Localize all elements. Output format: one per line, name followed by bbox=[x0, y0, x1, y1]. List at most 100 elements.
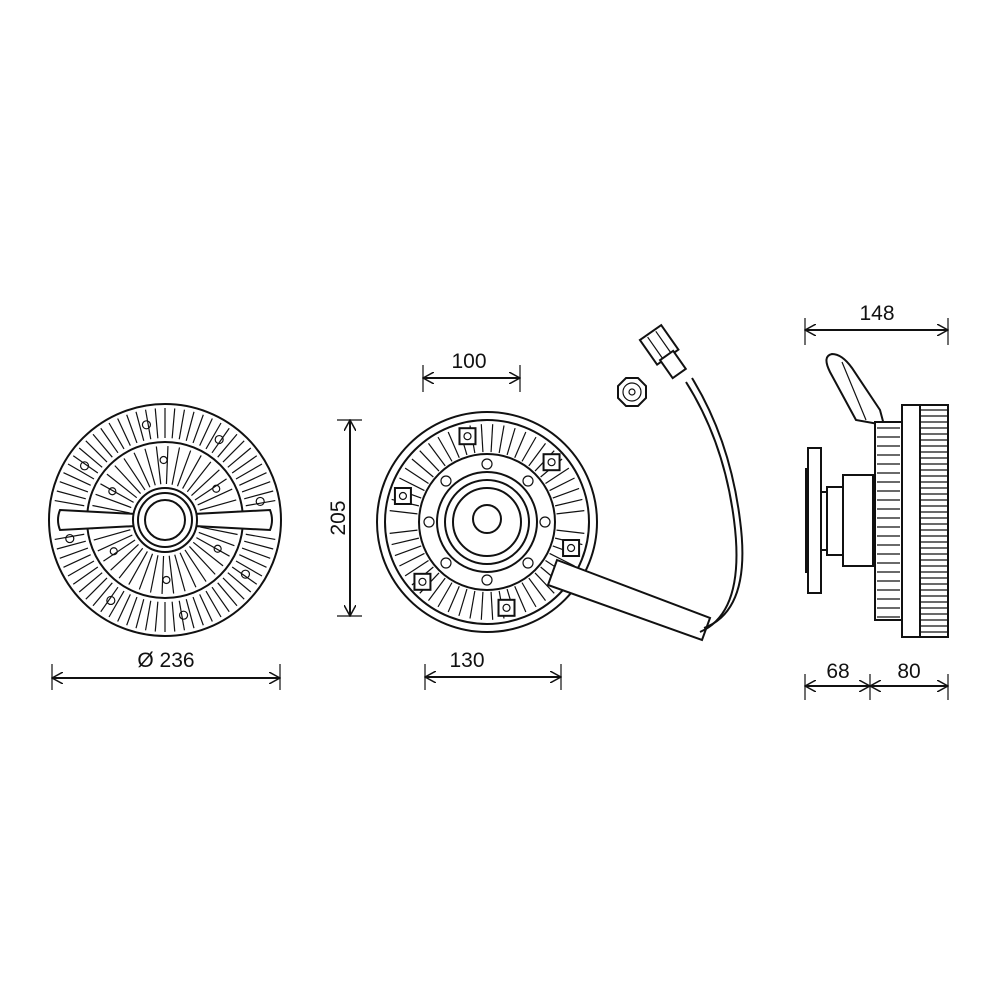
fin bbox=[217, 433, 238, 458]
fin bbox=[199, 418, 213, 446]
fin bbox=[480, 591, 484, 620]
dimension-label-130: 130 bbox=[449, 649, 484, 672]
fin bbox=[185, 599, 195, 629]
mounting-tab bbox=[497, 598, 516, 617]
fin bbox=[117, 594, 131, 622]
bolt-hole bbox=[522, 475, 534, 487]
flange-face bbox=[805, 468, 809, 573]
mounting-tab bbox=[458, 427, 477, 446]
fin bbox=[155, 446, 162, 485]
fin bbox=[437, 436, 453, 462]
fin bbox=[239, 472, 267, 486]
fin bbox=[178, 409, 186, 440]
fin bbox=[391, 537, 420, 546]
bolt-hole bbox=[79, 461, 90, 471]
left-arm bbox=[57, 508, 137, 532]
bolt-hole bbox=[440, 557, 452, 569]
fin bbox=[178, 600, 186, 631]
fin bbox=[506, 427, 516, 456]
plate-fins bbox=[877, 427, 900, 618]
fin bbox=[128, 551, 148, 585]
mounting-flange bbox=[807, 447, 822, 594]
fin bbox=[117, 418, 131, 446]
body-rim bbox=[901, 404, 921, 638]
fin bbox=[154, 601, 159, 632]
bolt-hole bbox=[481, 574, 493, 586]
fin bbox=[399, 477, 425, 492]
fin bbox=[545, 467, 570, 485]
fin bbox=[144, 600, 152, 631]
bolt-hole bbox=[502, 603, 511, 612]
fin bbox=[171, 447, 181, 485]
fin bbox=[469, 590, 476, 619]
mounting-tab bbox=[413, 572, 432, 591]
fin bbox=[63, 472, 91, 486]
finned-body bbox=[919, 404, 949, 638]
fin bbox=[197, 488, 233, 506]
dimension-label-68: 68 bbox=[826, 660, 849, 683]
fin bbox=[235, 560, 263, 577]
fin bbox=[161, 555, 165, 594]
bolt-hole bbox=[240, 569, 251, 579]
fin bbox=[188, 546, 216, 575]
shaft bbox=[826, 486, 844, 556]
fin bbox=[192, 596, 204, 626]
fin bbox=[174, 554, 186, 592]
fin bbox=[93, 529, 131, 541]
hub-outer bbox=[132, 487, 198, 553]
right-arm bbox=[193, 508, 273, 532]
fin bbox=[192, 414, 204, 444]
fin bbox=[244, 540, 274, 550]
fin bbox=[528, 577, 547, 601]
fin bbox=[521, 436, 537, 462]
fin bbox=[154, 408, 159, 439]
bolt-hole bbox=[65, 533, 75, 544]
hub-ring-2 bbox=[444, 479, 530, 565]
fin bbox=[72, 455, 99, 474]
fin bbox=[54, 533, 85, 541]
mounting-tab bbox=[562, 539, 581, 558]
fin bbox=[95, 493, 132, 509]
fin bbox=[171, 601, 176, 632]
hub-bore bbox=[144, 499, 186, 541]
sensor-cable-edge bbox=[685, 381, 738, 633]
fin bbox=[59, 481, 89, 493]
fin bbox=[106, 473, 138, 499]
fin bbox=[199, 499, 237, 511]
fin bbox=[126, 596, 138, 626]
bolt-hole bbox=[423, 516, 435, 528]
fin bbox=[100, 586, 119, 613]
fin bbox=[235, 463, 263, 480]
sensor-cable bbox=[691, 377, 744, 629]
front-view: Ø 236 bbox=[48, 403, 282, 690]
bolt-hole bbox=[522, 557, 534, 569]
bolt-hole bbox=[539, 516, 551, 528]
fin bbox=[184, 549, 207, 582]
dimension-label-diameter: Ø 236 bbox=[137, 649, 194, 672]
fin bbox=[245, 533, 276, 541]
bolt-hole bbox=[255, 496, 265, 507]
fin bbox=[186, 461, 212, 493]
cable-connector bbox=[638, 323, 688, 380]
socket-ring bbox=[622, 382, 642, 402]
fin bbox=[528, 443, 547, 467]
fin bbox=[144, 409, 152, 440]
bolt-holes bbox=[393, 427, 581, 617]
fin bbox=[231, 566, 258, 585]
fin bbox=[200, 526, 238, 536]
hub-bore bbox=[472, 504, 502, 534]
fin bbox=[399, 552, 425, 567]
bolt-hole bbox=[547, 458, 556, 467]
fin bbox=[241, 481, 271, 493]
bolt-hole bbox=[159, 455, 168, 465]
fin bbox=[556, 529, 585, 534]
fin bbox=[217, 582, 238, 607]
rear-view: 100 205 130 bbox=[327, 323, 744, 690]
fin bbox=[389, 510, 418, 515]
fin bbox=[185, 411, 195, 441]
hub-ring-3 bbox=[452, 487, 522, 557]
fin bbox=[549, 552, 575, 567]
fin bbox=[100, 483, 134, 503]
bolt-hole bbox=[108, 487, 117, 496]
fin bbox=[222, 577, 245, 600]
